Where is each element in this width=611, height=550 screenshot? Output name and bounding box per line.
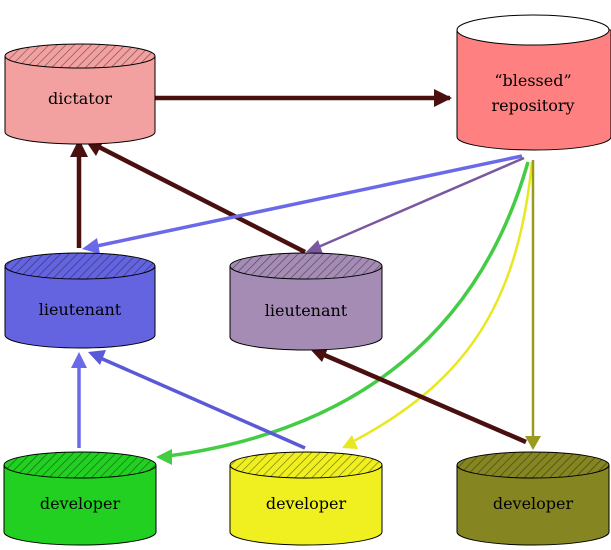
node-label: developer <box>40 494 121 513</box>
arrowhead <box>434 89 452 107</box>
edge-blessed-to-developer-yellow <box>351 161 534 444</box>
cylinder-body <box>229 464 383 546</box>
cylinder-body <box>4 265 156 349</box>
edge-blessed-to-lieutenant-right <box>315 156 525 250</box>
arrowhead <box>70 139 88 157</box>
cylinder-top-hatch <box>4 452 156 478</box>
node-label-line1: “blessed” <box>494 71 571 90</box>
cylinder-top-hatch <box>5 253 155 279</box>
edge-developer-olive-to-lieutenant-right <box>321 351 527 445</box>
cylinder-top-hatch <box>230 452 382 478</box>
edge-blessed-to-lieutenant-left <box>91 154 523 249</box>
node-dictator: dictator <box>4 43 156 145</box>
node-label: dictator <box>48 89 112 108</box>
node-label: lieutenant <box>39 300 122 319</box>
arrowhead <box>342 435 358 449</box>
node-label-line2: repository <box>491 96 574 115</box>
cylinder-top-hatch <box>230 253 382 279</box>
arrowhead <box>306 240 323 254</box>
arrowhead <box>88 350 106 365</box>
cylinder-body <box>4 55 156 145</box>
node-label: lieutenant <box>265 301 348 320</box>
edge-blessed-to-developer-green <box>167 161 530 458</box>
arrowhead <box>71 352 87 368</box>
node-lieutenant-left: lieutenant <box>4 252 156 349</box>
cylinder-body <box>3 464 157 546</box>
cylinder-top-hatch <box>5 44 155 68</box>
node-blessed-repository: “blessed” repository <box>456 14 611 151</box>
node-developer-yellow: developer <box>229 451 383 546</box>
arrowhead <box>156 449 172 465</box>
cylinder-body <box>456 464 610 546</box>
edge-developer-yellow-to-lieutenant-left <box>97 355 306 450</box>
node-label: developer <box>493 494 574 513</box>
node-lieutenant-right: lieutenant <box>229 252 383 351</box>
arrowhead <box>525 436 541 450</box>
nodes: dictator “blessed” repository lieutenant… <box>3 14 611 546</box>
cylinder-body <box>456 29 611 151</box>
cylinder-top <box>456 14 610 46</box>
cylinder-top-hatch <box>457 452 609 478</box>
node-label: developer <box>266 494 347 513</box>
cylinder-body <box>229 265 383 351</box>
node-developer-green: developer <box>3 451 157 546</box>
edge-lieutenant-right-to-dictator <box>95 143 307 255</box>
node-developer-olive: developer <box>456 451 610 546</box>
arrowhead <box>82 238 100 254</box>
